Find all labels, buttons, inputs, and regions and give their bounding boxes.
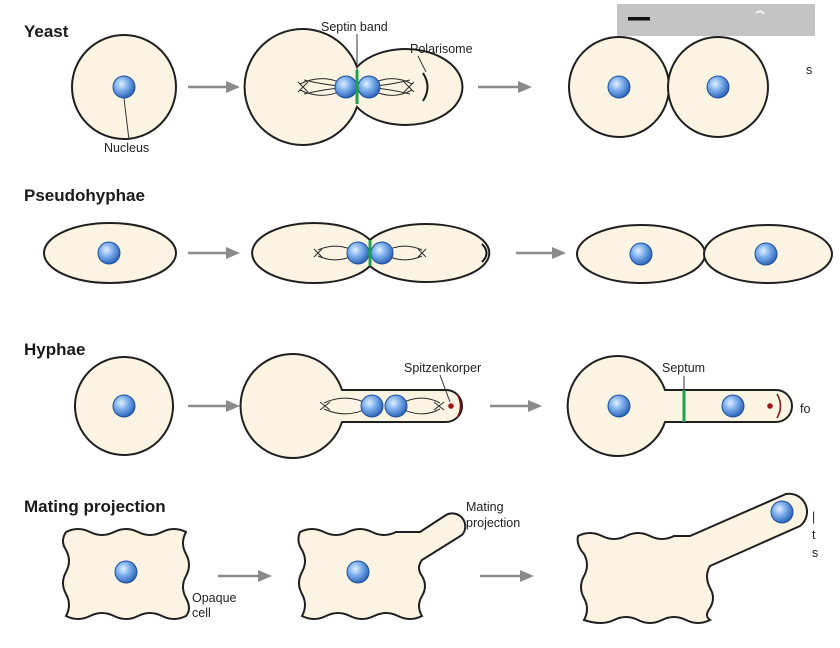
nucleus-icon — [370, 241, 394, 265]
yeast-cell-budding — [243, 28, 464, 146]
edge-text-mating-1: | — [812, 510, 815, 524]
edge-text-mating-2: t — [812, 528, 816, 542]
label-polarisome: Polarisome — [410, 42, 473, 56]
spitzenkorper-icon — [767, 403, 773, 409]
polarisome-icon — [422, 72, 429, 102]
row-yeast: Yeast Nucleus — [24, 20, 812, 155]
arrow-icon — [188, 247, 240, 259]
arrow-icon — [218, 570, 272, 582]
edge-text-yeast: s — [806, 63, 812, 77]
nucleus-icon — [357, 75, 381, 99]
hyphae-cell-initial — [74, 356, 174, 456]
nucleus-icon — [112, 394, 136, 418]
label-nucleus: Nucleus — [104, 141, 149, 155]
scale-bar-icon — [628, 17, 650, 21]
nucleus-icon — [721, 394, 745, 418]
nucleus-icon — [384, 394, 408, 418]
nucleus-icon — [346, 241, 370, 265]
row-title-hyphae: Hyphae — [24, 340, 85, 359]
arrow-icon — [480, 570, 534, 582]
pseudohyphae-cells-divided — [576, 224, 833, 284]
label-mating-line2: projection — [466, 516, 520, 530]
row-mating-projection: Mating projection Opaque cell Mating pro… — [24, 492, 818, 624]
row-title-pseudohyphae: Pseudohyphae — [24, 186, 145, 205]
yeast-cells-divided — [568, 36, 769, 138]
spitzenkorper-icon — [448, 403, 454, 409]
label-mating-line1: Mating — [466, 500, 504, 514]
nucleus-icon — [706, 75, 730, 99]
row-title-yeast: Yeast — [24, 22, 69, 41]
nucleus-icon — [97, 241, 121, 265]
hyphae-cell-septated — [566, 355, 793, 457]
arrow-icon — [516, 247, 566, 259]
nucleus-icon — [607, 75, 631, 99]
label-opaque-line2: cell — [192, 606, 211, 620]
cell-with-long-projection — [576, 492, 808, 624]
nucleus-icon — [754, 242, 778, 266]
label-septum: Septum — [662, 361, 705, 375]
opaque-cell — [62, 528, 190, 620]
row-title-mating: Mating projection — [24, 497, 166, 516]
label-spitzenkorper: Spitzenkorper — [404, 361, 481, 375]
label-opaque-line1: Opaque — [192, 591, 237, 605]
nucleus-icon — [607, 394, 631, 418]
inset-micrograph — [617, 4, 815, 36]
nucleus-icon — [770, 500, 794, 524]
arrow-icon — [478, 81, 532, 93]
arrow-icon — [490, 400, 542, 412]
arrow-icon — [188, 81, 240, 93]
pseudohyphae-cell-initial — [43, 222, 177, 284]
row-pseudohyphae: Pseudohyphae — [24, 186, 833, 284]
nucleus-icon — [112, 75, 136, 99]
nucleus-icon — [346, 560, 370, 584]
nucleus-icon — [334, 75, 358, 99]
nucleus-icon — [360, 394, 384, 418]
nucleus-icon — [629, 242, 653, 266]
pseudohyphae-cell-budding — [251, 222, 491, 284]
arrow-icon — [188, 400, 240, 412]
label-septin-band: Septin band — [321, 20, 388, 34]
row-hyphae: Hyphae Spitzenkorper — [24, 340, 810, 459]
nucleus-icon — [114, 560, 138, 584]
edge-text-hyphae: fo — [800, 402, 810, 416]
yeast-cell-initial — [71, 34, 177, 141]
cell-with-short-projection — [297, 512, 467, 620]
edge-text-mating-3: s — [812, 546, 818, 560]
hyphae-cell-growing — [239, 353, 463, 459]
polarisome-icon — [481, 243, 488, 263]
